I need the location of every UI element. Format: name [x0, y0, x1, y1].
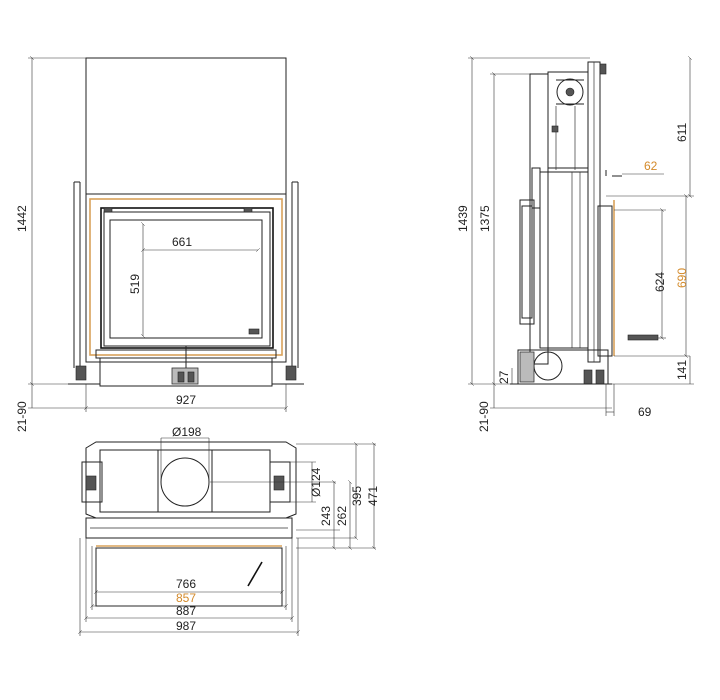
top-handle	[247, 561, 263, 587]
door-handle	[627, 334, 659, 341]
side-height-total-label: 1439	[456, 205, 470, 232]
top-width-987-label: 987	[176, 619, 196, 633]
top-width-887-label: 887	[176, 604, 196, 618]
top-width-857-label: 857	[176, 591, 196, 605]
side-top-section-label: 611	[675, 123, 689, 142]
side-small-label: 27	[497, 370, 511, 384]
side-floor-gap-label: 21-90	[477, 401, 491, 432]
flue-outlet	[160, 457, 210, 507]
top-width-766-label: 766	[176, 577, 196, 591]
door-frame	[100, 207, 274, 349]
damper-wheel	[556, 78, 584, 106]
side-height-body-label: 1375	[478, 205, 492, 232]
front-view: 661 519 1442 21-90 927	[15, 58, 304, 432]
glass-height-label: 519	[128, 274, 142, 294]
top-depth-395-label: 395	[350, 486, 364, 506]
glass-pane	[109, 219, 263, 339]
front-floor-gap-label: 21-90	[15, 401, 29, 432]
side-door-height-label: 624	[653, 272, 667, 292]
top-depth-262-label: 262	[335, 506, 349, 526]
front-hood	[85, 57, 287, 195]
side-view: 1439 1375 21-90 27 611 62 624 690 141 69	[456, 58, 694, 432]
side-base-height-label: 141	[675, 360, 689, 380]
side-frame-height-label: 690	[675, 268, 689, 288]
top-view: Ø198 Ø124 243 262 395 471 766 857 887 98…	[80, 425, 380, 636]
front-height-label: 1442	[15, 205, 29, 232]
top-depth-243-label: 243	[319, 506, 333, 526]
glass-width-label: 661	[172, 235, 192, 249]
top-depth-471-label: 471	[366, 486, 380, 506]
side-flue-offset-label: 62	[644, 159, 658, 173]
flue-diameter-label: Ø198	[172, 425, 202, 439]
side-depth-front-label: 69	[638, 405, 652, 419]
front-width-label: 927	[176, 393, 196, 407]
